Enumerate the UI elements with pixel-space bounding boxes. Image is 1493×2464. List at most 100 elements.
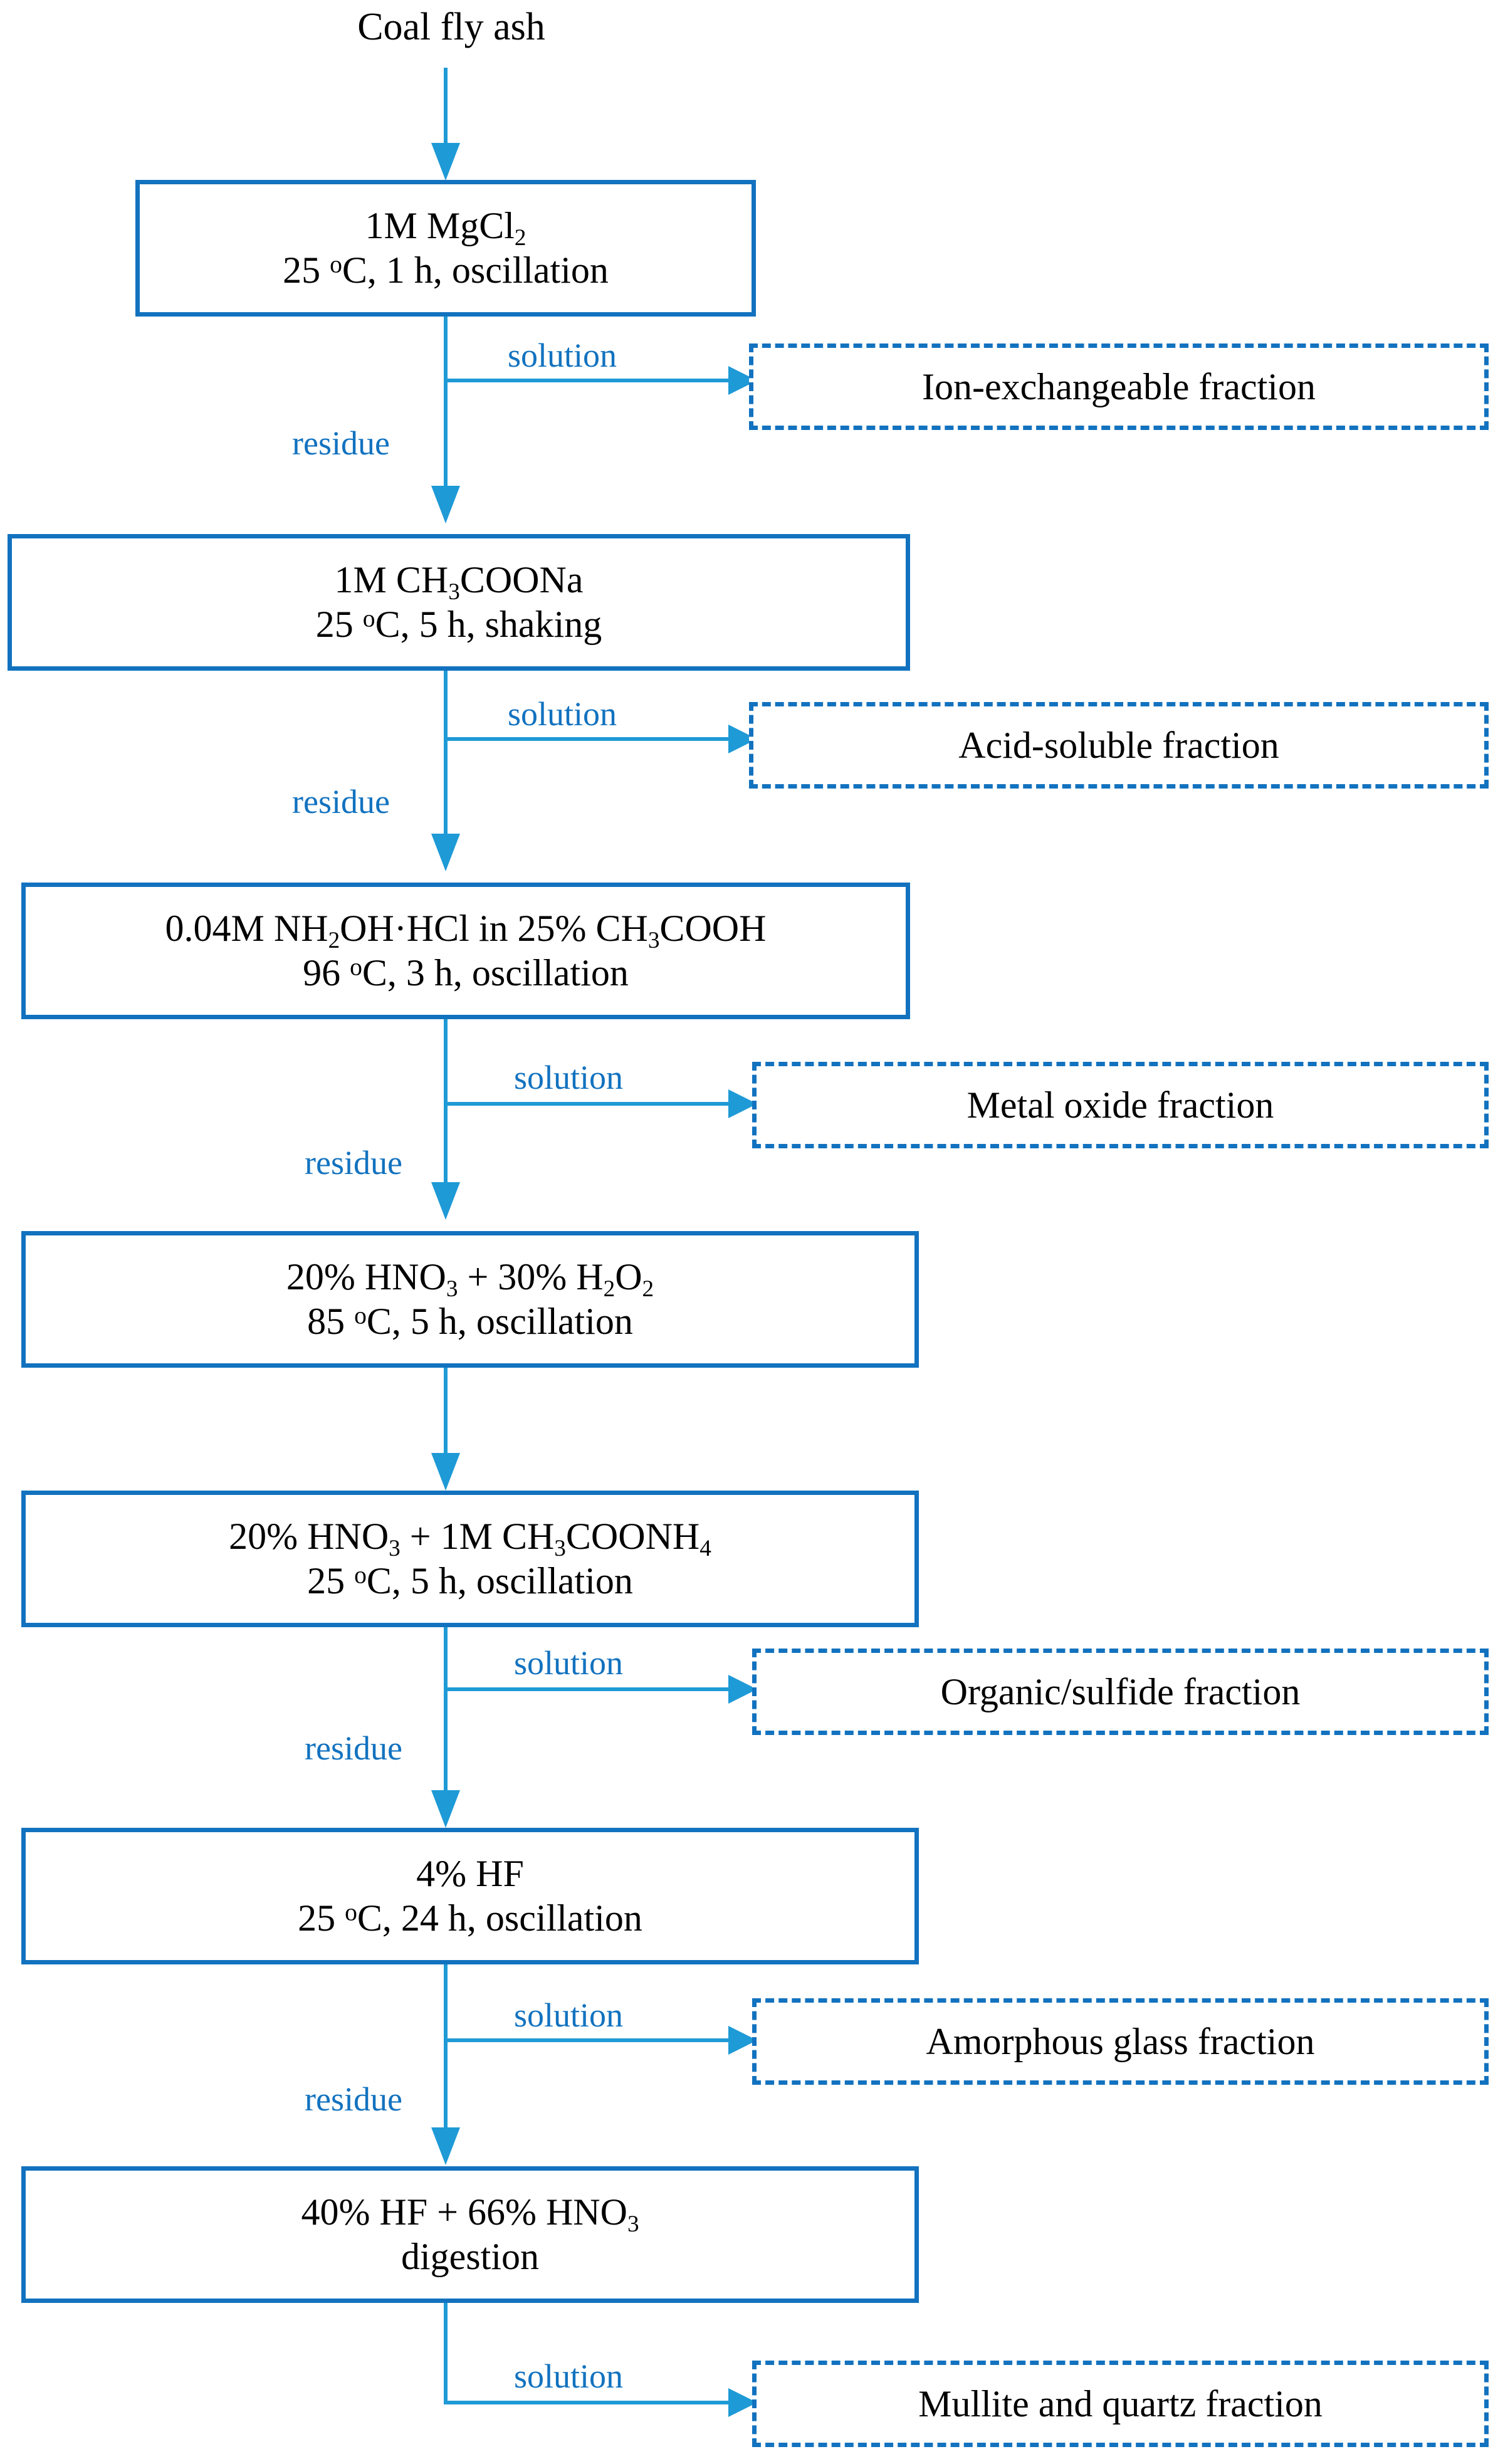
degree-symbol: o <box>354 1561 367 1589</box>
edge-label-solution-2: solution <box>508 695 617 733</box>
reagent-text-2: + 1M CH <box>400 1516 555 1558</box>
reagent-text-2: OH·HCl in 25% CH <box>340 908 648 950</box>
degree-symbol: o <box>362 604 375 632</box>
step-conditions-mgcl2: 25 oC, 1 h, oscillation <box>283 248 609 293</box>
arrow-down-to-step6 <box>431 1790 460 1828</box>
arrow-down-to-step7 <box>431 2127 460 2165</box>
arrow-down-to-step3 <box>431 834 460 871</box>
fraction-box-metal-oxide[interactable]: Metal oxide fraction <box>752 1062 1489 1148</box>
edge-label-solution-4: solution <box>514 1644 624 1682</box>
reagent-subscript-3: 2 <box>642 1276 654 1303</box>
step-box-hno3-h2o2[interactable]: 20% HNO3 + 30% H2O2 85 oC, 5 h, oscillat… <box>21 1231 919 1368</box>
conditions-rest: C, 24 h, oscillation <box>357 1897 642 1939</box>
connector-step7-solution <box>444 2401 738 2404</box>
fraction-label-acid-soluble: Acid-soluble fraction <box>958 725 1279 766</box>
fraction-box-ion-exchangeable[interactable]: Ion-exchangeable fraction <box>749 343 1489 430</box>
step-reagent-mgcl2: 1M MgCl2 <box>365 204 526 251</box>
step-box-mgcl2[interactable]: 1M MgCl2 25 oC, 1 h, oscillation <box>135 180 756 317</box>
fraction-label-metal-oxide: Metal oxide fraction <box>967 1084 1274 1126</box>
conditions-temp: 85 <box>307 1301 355 1342</box>
step-conditions-hno3-h2o2: 85 oC, 5 h, oscillation <box>307 1299 633 1344</box>
conditions-temp: 25 <box>283 249 330 291</box>
reagent-subscript: 2 <box>328 928 340 954</box>
edge-label-solution-3: solution <box>514 1059 624 1096</box>
step-box-hf-hno3[interactable]: 40% HF + 66% HNO3 digestion <box>21 2166 919 2303</box>
reagent-subscript-2: 3 <box>554 1536 566 1562</box>
step-reagent-hf4: 4% HF <box>416 1852 524 1896</box>
edge-label-residue-4: residue <box>305 1729 402 1767</box>
fraction-label-ion-exchangeable: Ion-exchangeable fraction <box>922 366 1316 407</box>
step-conditions-hf4: 25 oC, 24 h, oscillation <box>298 1896 642 1941</box>
reagent-text: 20% HNO <box>229 1516 389 1558</box>
step-conditions-ch3coona: 25 oC, 5 h, shaking <box>316 602 602 647</box>
conditions-rest: C, 3 h, oscillation <box>362 952 629 993</box>
fraction-box-acid-soluble[interactable]: Acid-soluble fraction <box>749 702 1489 789</box>
degree-symbol: o <box>350 953 362 981</box>
fraction-box-mullite-quartz[interactable]: Mullite and quartz fraction <box>752 2361 1489 2447</box>
arrow-down-to-step5 <box>431 1453 460 1491</box>
step-box-hf4[interactable]: 4% HF 25 oC, 24 h, oscillation <box>21 1828 919 1964</box>
conditions-rest: C, 5 h, shaking <box>375 604 602 645</box>
reagent-subscript: 3 <box>448 579 460 606</box>
step-box-hno3-ch3coonh4[interactable]: 20% HNO3 + 1M CH3COONH4 25 oC, 5 h, osci… <box>21 1491 919 1627</box>
reagent-text-2: COONa <box>459 559 584 601</box>
conditions-rest: C, 5 h, oscillation <box>366 1560 633 1602</box>
arrow-down-to-step2 <box>431 486 460 523</box>
reagent-subscript: 2 <box>514 225 526 251</box>
reagent-subscript-2: 2 <box>603 1276 616 1303</box>
connector-step2-stem <box>444 671 448 852</box>
connector-step1-stem <box>444 317 448 498</box>
step-reagent-nh2ohhcl: 0.04M NH2OH·HCl in 25% CH3COOH <box>165 906 767 954</box>
connector-step2-solution <box>444 737 738 741</box>
conditions-temp: 96 <box>303 952 350 993</box>
reagent-text-3: COOH <box>659 908 767 950</box>
connector-step6-stem <box>444 1964 448 2146</box>
edge-label-solution-1: solution <box>508 337 617 374</box>
conditions-temp: 25 <box>315 604 363 645</box>
reagent-text: 40% HF + 66% HNO <box>301 2191 627 2233</box>
edge-label-residue-1: residue <box>292 424 390 462</box>
fraction-box-amorphous-glass[interactable]: Amorphous glass fraction <box>752 1998 1489 2085</box>
connector-step5-stem <box>444 1627 448 1809</box>
step-conditions-hf-hno3: digestion <box>401 2235 539 2279</box>
connector-step4-stem <box>444 1368 448 1468</box>
step-reagent-hno3-h2o2: 20% HNO3 + 30% H2O2 <box>286 1255 654 1303</box>
edge-label-solution-5: solution <box>514 1996 624 2034</box>
step-box-nh2ohhcl[interactable]: 0.04M NH2OH·HCl in 25% CH3COOH 96 oC, 3 … <box>21 883 910 1019</box>
conditions-rest: C, 5 h, oscillation <box>366 1301 633 1342</box>
step-reagent-ch3coona: 1M CH3COONa <box>335 558 584 606</box>
degree-symbol: o <box>345 1898 357 1926</box>
reagent-text: 4% HF <box>416 1853 524 1895</box>
fraction-label-organic-sulfide: Organic/sulfide fraction <box>940 1671 1301 1712</box>
reagent-text: 1M MgCl <box>365 205 515 247</box>
fraction-label-amorphous-glass: Amorphous glass fraction <box>926 2021 1315 2062</box>
step-reagent-hf-hno3: 40% HF + 66% HNO3 <box>301 2190 639 2238</box>
conditions-temp: 25 <box>307 1560 355 1602</box>
arrow-down-to-step1 <box>431 143 460 181</box>
step-box-ch3coona[interactable]: 1M CH3COONa 25 oC, 5 h, shaking <box>8 534 910 671</box>
edge-label-residue-3: residue <box>305 1144 402 1182</box>
connector-step3-stem <box>444 1019 448 1201</box>
reagent-subscript-3: 4 <box>699 1536 711 1562</box>
arrow-down-to-step4 <box>431 1182 460 1220</box>
reagent-text: 20% HNO <box>286 1256 446 1298</box>
page-title: Coal fly ash <box>357 6 545 48</box>
edge-label-residue-2: residue <box>292 783 390 820</box>
connector-step3-solution <box>444 1102 738 1106</box>
reagent-text-3: COONH <box>565 1516 700 1558</box>
edge-label-solution-6: solution <box>514 2357 624 2395</box>
reagent-subscript: 3 <box>389 1536 401 1562</box>
reagent-subscript: 3 <box>627 2211 639 2238</box>
degree-symbol: o <box>330 250 342 278</box>
reagent-subscript: 3 <box>446 1276 458 1303</box>
connector-title-to-step1 <box>444 68 448 155</box>
fraction-label-mullite-quartz: Mullite and quartz fraction <box>918 2383 1323 2425</box>
step-reagent-hno3-ch3coonh4: 20% HNO3 + 1M CH3COONH4 <box>229 1514 711 1562</box>
reagent-subscript-2: 3 <box>647 928 660 954</box>
edge-label-residue-5: residue <box>305 2080 402 2118</box>
reagent-text-2: + 30% H <box>458 1256 604 1298</box>
step-conditions-hno3-ch3coonh4: 25 oC, 5 h, oscillation <box>307 1559 633 1603</box>
connector-step1-solution <box>444 379 738 382</box>
fraction-box-organic-sulfide[interactable]: Organic/sulfide fraction <box>752 1649 1489 1735</box>
